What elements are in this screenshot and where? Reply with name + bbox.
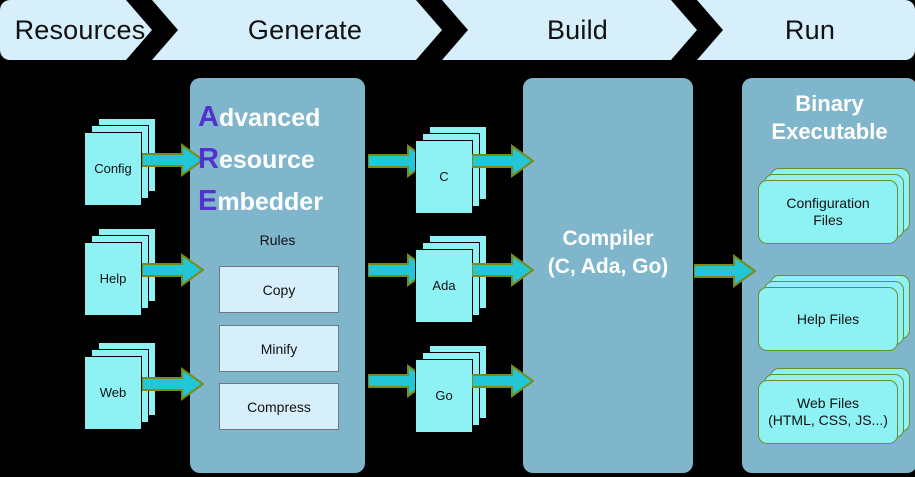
binary-card-label-web: Web Files (HTML, CSS, JS...) — [768, 395, 888, 428]
are-line-advanced: Advanced — [198, 96, 358, 138]
pipeline-banner: Resources Generate Build Run — [0, 0, 915, 60]
compiler-line-2: (C, Ada, Go) — [547, 255, 669, 279]
banner-label-run: Run — [784, 14, 836, 45]
doc-sheet-front: Go — [415, 359, 473, 433]
resource-label-web: Web — [99, 384, 127, 400]
chevron-separator-3-icon — [671, 0, 723, 60]
panel-build — [523, 78, 693, 473]
arrow-ada-to-compiler-icon — [472, 253, 534, 287]
doc-sheet-front: Ada — [415, 249, 473, 323]
resource-stack-help[interactable]: Help — [84, 228, 156, 316]
doc-sheet-front: Help — [84, 242, 142, 316]
banner-label-build: Build — [546, 14, 609, 45]
card-sheet-front: Help Files — [758, 287, 898, 351]
generated-stack-ada[interactable]: Ada — [415, 235, 487, 323]
binary-card-help-files[interactable]: Help Files — [758, 275, 910, 355]
compiler-label: Compiler (C, Ada, Go) — [523, 225, 693, 282]
rule-label-compress: Compress — [247, 398, 311, 415]
are-line-resource: Resource — [198, 138, 358, 180]
are-line-embedder: Embedder — [198, 180, 358, 222]
doc-sheet-front: Config — [84, 132, 142, 206]
generated-label-ada: Ada — [432, 277, 456, 293]
doc-sheet-front: C — [415, 140, 473, 214]
binary-executable-title: Binary Executable — [742, 90, 915, 145]
arrow-config-to-are-icon — [142, 143, 204, 177]
are-rest-resource: esource — [218, 146, 315, 175]
chevron-separator-1-icon — [126, 0, 178, 60]
rule-label-minify: Minify — [260, 340, 298, 357]
banner-stage-generate[interactable]: Generate — [160, 0, 450, 60]
generated-stack-c[interactable]: C — [415, 126, 487, 214]
arrow-go-to-compiler-icon — [472, 364, 534, 398]
binary-title-line-1: Binary — [795, 91, 864, 116]
arrow-c-to-compiler-icon — [472, 144, 534, 178]
compiler-line-1: Compiler — [562, 227, 654, 250]
are-cap-r: R — [198, 143, 219, 176]
banner-stage-run[interactable]: Run — [705, 0, 915, 60]
chevron-separator-2-icon — [416, 0, 468, 60]
arrow-web-to-are-icon — [142, 367, 204, 401]
arrow-compiler-to-binary-icon — [694, 254, 756, 288]
arrow-help-to-are-icon — [142, 253, 204, 287]
generated-label-go: Go — [435, 387, 453, 403]
binary-card-label-help: Help Files — [796, 310, 860, 327]
generated-label-c: C — [439, 168, 449, 184]
banner-label-generate: Generate — [247, 14, 363, 45]
rules-heading: Rules — [259, 232, 296, 248]
rule-box-minify[interactable]: Minify — [219, 325, 339, 372]
rule-box-compress[interactable]: Compress — [219, 383, 339, 430]
resource-label-config: Config — [94, 160, 132, 176]
binary-card-configuration-files[interactable]: Configuration Files — [758, 168, 910, 248]
are-rest-advanced: dvanced — [218, 104, 321, 132]
card-sheet-front: Configuration Files — [758, 180, 898, 244]
banner-stage-build[interactable]: Build — [450, 0, 705, 60]
binary-card-web-files[interactable]: Web Files (HTML, CSS, JS...) — [758, 368, 910, 448]
are-rest-embedder: mbedder — [217, 188, 323, 217]
are-cap-a: A — [198, 101, 219, 133]
rule-label-copy: Copy — [262, 281, 296, 298]
are-cap-e: E — [198, 185, 218, 218]
are-title: Advanced Resource Embedder — [198, 96, 358, 222]
doc-sheet-front: Web — [84, 356, 142, 430]
resource-label-help: Help — [99, 270, 127, 286]
card-sheet-front: Web Files (HTML, CSS, JS...) — [758, 380, 898, 444]
rule-box-copy[interactable]: Copy — [219, 266, 339, 313]
binary-card-label-configuration: Configuration Files — [786, 195, 870, 228]
binary-title-line-2: Executable — [771, 118, 888, 144]
